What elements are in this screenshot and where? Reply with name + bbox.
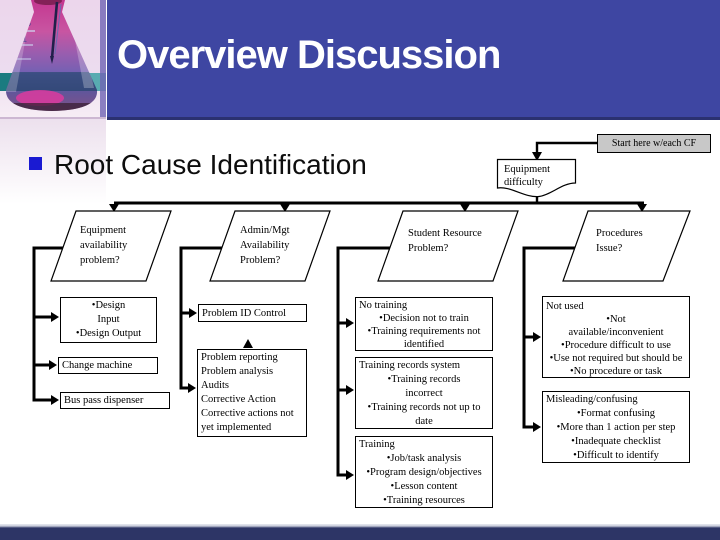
box-line: Problem ID Control	[202, 308, 286, 319]
parallelogram-procedures	[562, 210, 691, 282]
footer-bar	[0, 524, 720, 540]
box-line: date	[415, 416, 433, 427]
question-line: Student Resource	[408, 228, 482, 239]
box-line: incorrect	[405, 388, 443, 399]
root-node-label: Equipment difficulty	[504, 163, 550, 189]
flask-photo: 25 21	[0, 0, 106, 119]
box-line: Problem reporting	[201, 352, 278, 363]
box-line: Training	[359, 439, 395, 450]
box-line: Not used	[546, 301, 584, 312]
box-line: Bus pass dispenser	[64, 395, 144, 406]
bullet-item-text: Root Cause Identification	[54, 149, 367, 180]
box-training-records: Training records system •Training record…	[355, 357, 493, 429]
box-line: available/inconvenient	[568, 327, 664, 338]
box-line: •Difficult to identify	[573, 450, 659, 461]
question-procedures: Procedures Issue?	[596, 226, 643, 256]
connector-lines	[32, 141, 644, 477]
box-line: •Design Output	[75, 328, 142, 339]
box-line: Problem analysis	[201, 366, 274, 377]
box-line: •Not	[606, 314, 626, 325]
question-line: Procedures	[596, 228, 643, 239]
question-line: problem?	[80, 255, 120, 266]
question-line: Availability	[240, 240, 290, 251]
flask-photo-art: 25 21	[0, 0, 106, 119]
parallelogram-student-resource	[377, 210, 519, 282]
question-line: Problem?	[240, 255, 281, 266]
question-equipment-availability: Equipment availability problem?	[80, 223, 127, 268]
box-line: Corrective actions not	[201, 408, 294, 419]
slide-title: Overview Discussion	[117, 33, 501, 77]
box-line: •Decision not to train	[379, 313, 469, 324]
box-bus-pass-dispenser: Bus pass dispenser	[60, 392, 170, 409]
question-line: Problem?	[408, 243, 449, 254]
node-shapes	[50, 158, 691, 282]
box-line: No training	[359, 300, 408, 311]
box-line: yet implemented	[201, 422, 272, 433]
root-shape	[496, 158, 577, 198]
root-line: Equipment	[504, 164, 551, 175]
box-line: •Program design/objectives	[366, 467, 482, 478]
box-line: •Procedure difficult to use	[561, 340, 671, 351]
question-line: Admin/Mgt	[240, 225, 290, 236]
box-not-used: Not used •Not available/inconvenient •Pr…	[542, 296, 690, 378]
box-line: Audits	[201, 380, 230, 391]
box-line: identified	[403, 339, 445, 350]
box-line: •Design	[91, 300, 126, 311]
header-band: Overview Discussion	[107, 0, 720, 120]
question-admin-mgt: Admin/Mgt Availability Problem?	[240, 223, 290, 268]
box-line: •Training records not up to	[367, 402, 481, 413]
question-student-resource: Student Resource Problem?	[408, 226, 482, 256]
box-line: Training records system	[359, 360, 461, 371]
arrowheads	[49, 152, 647, 480]
box-line: •Training requirements not	[367, 326, 481, 337]
question-line: Issue?	[596, 243, 623, 254]
box-problem-reporting: Problem reporting Problem analysis Audit…	[197, 349, 307, 437]
box-line: •Training resources	[383, 495, 465, 506]
box-line: •Job/task analysis	[386, 453, 462, 464]
question-line: availability	[80, 240, 128, 251]
box-line: •Format confusing	[576, 408, 656, 419]
box-problem-id-control: Problem ID Control	[198, 304, 307, 322]
flask-reflection	[0, 119, 106, 219]
box-line: Change machine	[62, 360, 133, 371]
box-line: •More than 1 action per step	[556, 422, 676, 433]
box-line: Corrective Action	[201, 394, 276, 405]
parallelogram-admin-mgt	[209, 210, 331, 282]
box-design-input-output: •Design Input •Design Output	[60, 297, 157, 343]
box-line: •Inadequate checklist	[571, 436, 661, 447]
start-here-box: Start here w/each CF	[597, 134, 711, 153]
box-line: •No procedure or task	[569, 366, 663, 377]
box-line: •Training records	[387, 374, 461, 385]
box-training: Training •Job/task analysis •Program des…	[355, 436, 493, 508]
question-line: Equipment	[80, 225, 127, 236]
bullet-icon	[29, 157, 42, 170]
box-line: •Use not required but should be	[549, 353, 683, 364]
root-line: difficulty	[504, 177, 543, 188]
box-line: •Lesson content	[390, 481, 458, 492]
box-misleading-confusing: Misleading/confusing •Format confusing •…	[542, 391, 690, 463]
parallelogram-equipment-availability	[50, 210, 172, 282]
box-no-training: No training •Decision not to train •Trai…	[355, 297, 493, 351]
box-line: Misleading/confusing	[546, 394, 638, 405]
box-line: Input	[97, 314, 120, 325]
box-change-machine: Change machine	[58, 357, 158, 374]
